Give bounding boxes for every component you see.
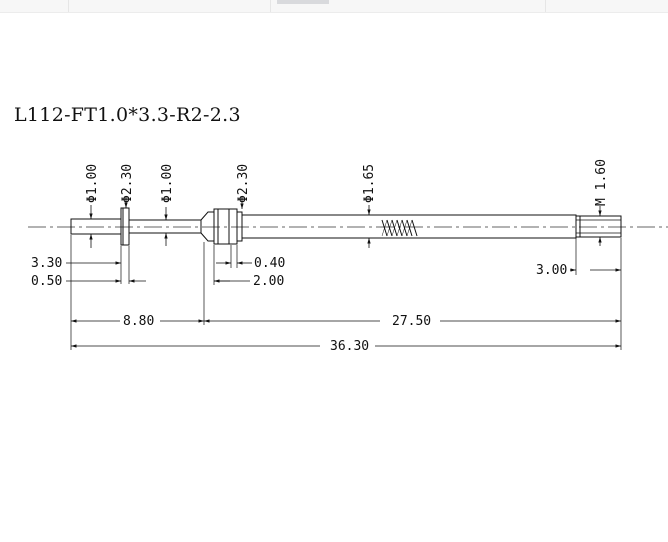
dia-barrel-label: Φ1.65 [362,164,377,203]
probe-outline [70,207,622,246]
dia-barrel-head-label: Φ2.30 [236,164,251,203]
thread-label: M 1.60 [594,159,609,206]
len-total-label: 36.30 [330,339,369,354]
diameter-callouts [89,196,602,248]
plunger-taper [200,211,214,242]
dia-collar-label: Φ2.30 [120,164,135,203]
rear-thread [575,215,622,238]
len-plunger-label: 8.80 [123,314,154,329]
len-barrel-label: 27.50 [392,314,431,329]
part-number-title: L112-FT1.0*3.3-R2-2.3 [14,104,241,126]
len-groove-label: 0.40 [254,256,285,271]
tab-divider [270,0,271,12]
len-tip-label: 3.30 [31,256,62,271]
tab-divider [68,0,69,12]
plunger-collar [120,207,130,246]
len-collar-label: 0.50 [31,274,62,289]
extension-lines [70,235,622,350]
active-tab-indicator[interactable] [277,0,329,4]
dia-neck-label: Φ1.00 [160,164,175,203]
len-head-label: 2.00 [253,274,284,289]
len-thread-label: 3.00 [536,263,567,278]
dimension-lines [66,261,621,348]
barrel-head [213,208,238,245]
spring-symbol [381,219,418,237]
window-tab-strip [0,0,668,13]
plunger-neck [128,219,202,234]
tab-divider [545,0,546,12]
dia-tip-label: Φ1.00 [85,164,100,203]
plunger-tip [70,218,122,235]
